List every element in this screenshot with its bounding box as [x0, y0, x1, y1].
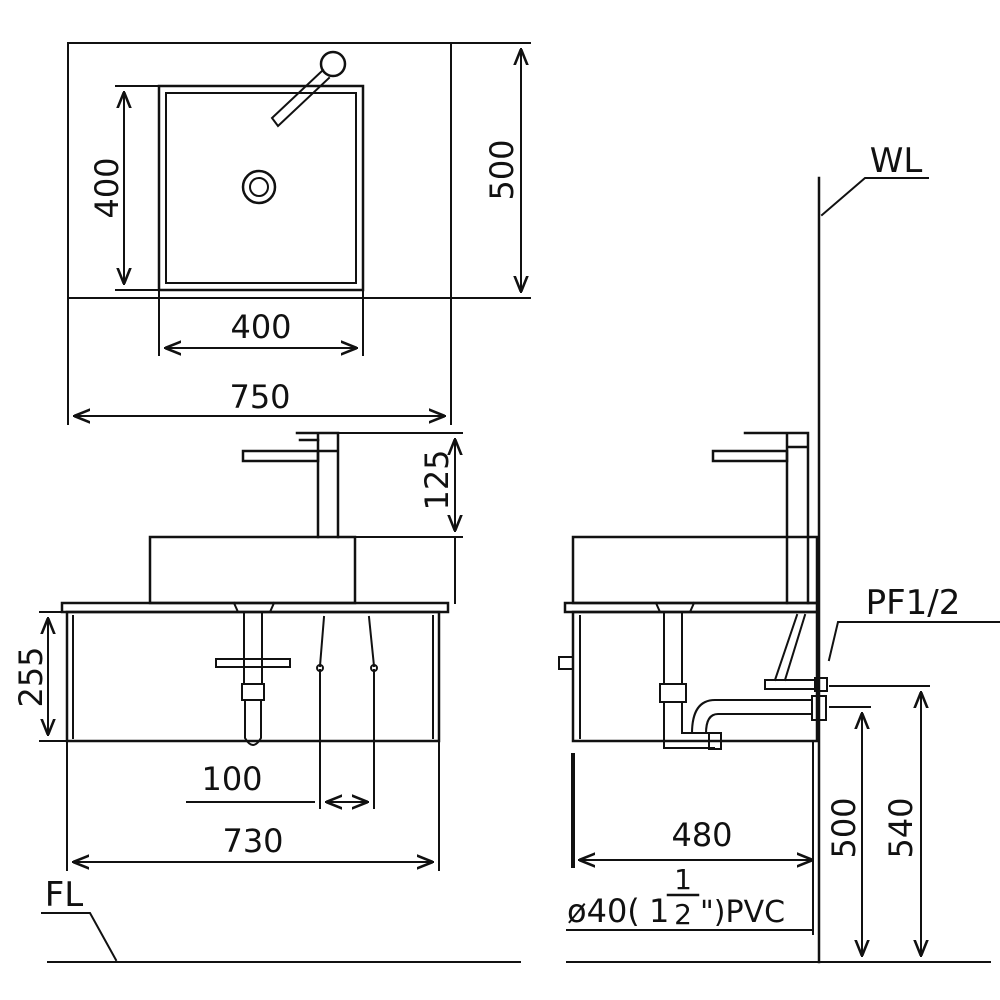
- top-view: [67, 42, 531, 425]
- drain-offset-label: 100: [201, 760, 262, 798]
- supply-label: PF1/2: [866, 583, 961, 623]
- cabinet-front: [65, 610, 441, 743]
- drain-height-dimension: [829, 706, 871, 957]
- drain-spec-denominator: 2: [674, 898, 692, 931]
- floor-line-leader: [41, 912, 118, 962]
- basin-inner-rim: [165, 92, 357, 284]
- supply-height-label: 540: [882, 797, 920, 858]
- cabinet-depth-dimension: [578, 740, 814, 935]
- faucet-front-icon: [241, 431, 340, 539]
- vessel-basin-front: [148, 535, 357, 605]
- drain-offset-dimension: [186, 669, 375, 808]
- faucet-height-dimension: [337, 432, 463, 604]
- cabinet-side: [558, 610, 819, 743]
- countertop-front: [60, 601, 450, 614]
- cabinet-depth-label: 480: [671, 816, 732, 854]
- faucet-side-icon: [711, 431, 810, 605]
- supply-height-dimension: [829, 685, 930, 957]
- basin-outer-rim: [157, 84, 365, 292]
- wall-line-label: WL: [870, 141, 923, 181]
- cabinet-height-dimension: [39, 611, 68, 742]
- drain-trap-front: [215, 601, 291, 746]
- basin-height-dimension: [115, 85, 160, 291]
- basin-height-label: 400: [88, 157, 126, 218]
- drain-icon: [241, 169, 277, 205]
- counter-width-label: 750: [229, 378, 290, 416]
- cabinet-width-label: 730: [222, 822, 283, 860]
- floor-lines: [41, 912, 991, 963]
- side-view: [558, 176, 1000, 964]
- counter-depth-dimension: [450, 42, 531, 299]
- drain-spec-label: ø40( 1 1 2 ")PVC: [567, 863, 785, 931]
- supply-hoses-front: [316, 615, 378, 672]
- cabinet-width-dimension: [66, 740, 440, 871]
- basin-width-label: 400: [230, 308, 291, 346]
- cabinet-height-label: 255: [12, 646, 50, 707]
- vessel-basin-side: [571, 535, 819, 605]
- wall-line-leader: [820, 177, 929, 217]
- drain-spec-prefix: ø40(: [567, 892, 640, 930]
- drain-spec-whole: 1: [649, 892, 669, 930]
- drain-spec-numerator: 1: [674, 863, 692, 896]
- counter-width-dimension: [67, 297, 452, 425]
- drain-spec-suffix: ")PVC: [700, 895, 785, 930]
- front-view: [39, 431, 463, 871]
- faucet-height-label: 125: [418, 449, 456, 510]
- faucet-top-icon: [270, 50, 347, 128]
- drain-pipe-side: [654, 601, 827, 750]
- supply-leader: [827, 621, 1000, 662]
- countertop-outline: [67, 42, 452, 299]
- floor-line-label: FL: [45, 875, 84, 915]
- supply-hose-side: [764, 613, 828, 692]
- counter-depth-label: 500: [483, 139, 521, 200]
- drain-height-label: 500: [825, 797, 863, 858]
- basin-width-dimension: [158, 289, 364, 356]
